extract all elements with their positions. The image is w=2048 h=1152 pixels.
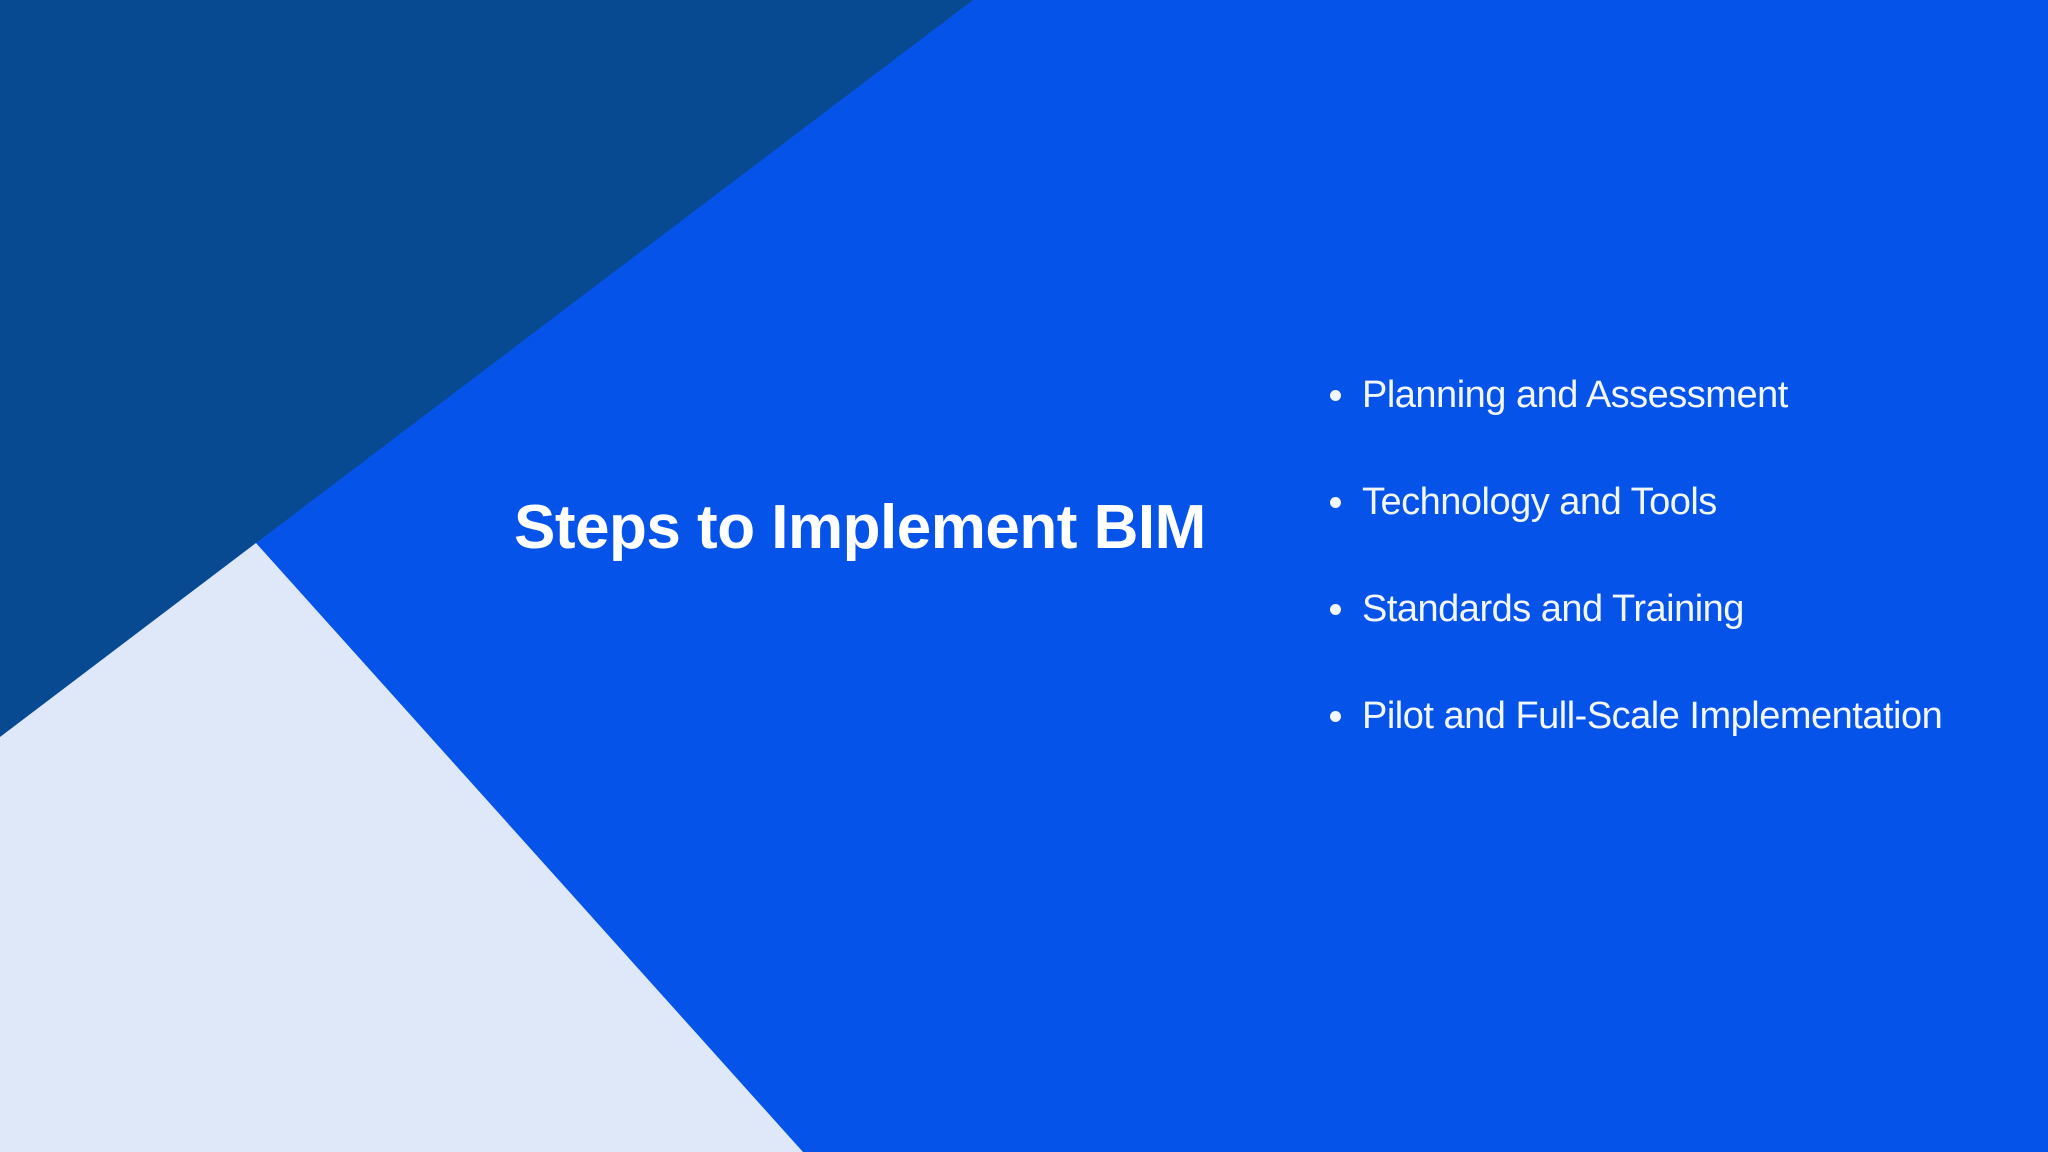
bullet-icon [1330,389,1341,401]
list-item-label: Standards and Training [1362,587,1744,630]
bullet-list: Planning and Assessment Technology and T… [1330,368,1943,743]
list-item: Standards and Training [1330,582,1942,636]
list-item: Planning and Assessment [1330,368,1942,422]
bullet-icon [1330,603,1341,615]
list-item-label: Pilot and Full-Scale Implementation [1362,694,1943,737]
list-item-label: Planning and Assessment [1362,373,1788,416]
list-item: Technology and Tools [1330,475,1942,529]
slide-title: Steps to Implement BIM [514,493,1206,562]
list-item-label: Technology and Tools [1362,480,1717,523]
list-item: Pilot and Full-Scale Implementation [1330,689,1943,743]
bullet-icon [1330,496,1341,508]
bullet-icon [1330,710,1341,722]
